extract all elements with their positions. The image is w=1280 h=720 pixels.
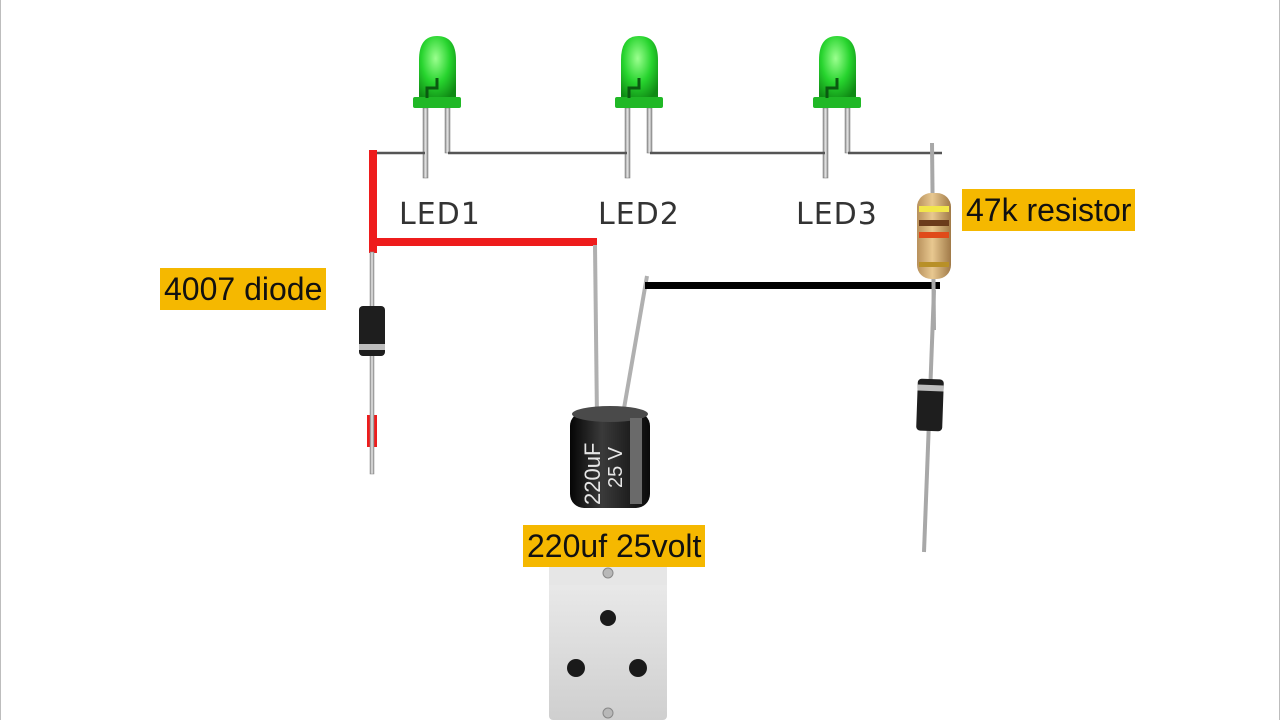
diode-label: 4007 diode bbox=[160, 268, 327, 310]
capacitor-marking-value: 220uF bbox=[580, 443, 605, 505]
led3-label: LED3 bbox=[796, 197, 878, 232]
diode-4007-left bbox=[359, 251, 385, 475]
led3 bbox=[813, 36, 861, 179]
resistor-47k bbox=[917, 142, 951, 331]
left-border bbox=[0, 0, 1, 720]
capacitor-220uf: 220uF 25 V bbox=[570, 244, 650, 508]
led2-label: LED2 bbox=[598, 197, 680, 232]
capacitor-marking-voltage: 25 V bbox=[605, 446, 627, 488]
resistor-label: 47k resistor bbox=[962, 189, 1136, 231]
led2 bbox=[615, 36, 663, 179]
led1 bbox=[413, 36, 461, 179]
black-wire bbox=[645, 282, 940, 289]
diode-right bbox=[916, 289, 944, 553]
red-wires bbox=[367, 150, 597, 447]
capacitor-label: 220uf 25volt bbox=[523, 525, 706, 567]
wall-socket bbox=[549, 566, 667, 720]
led1-label: LED1 bbox=[399, 197, 481, 232]
